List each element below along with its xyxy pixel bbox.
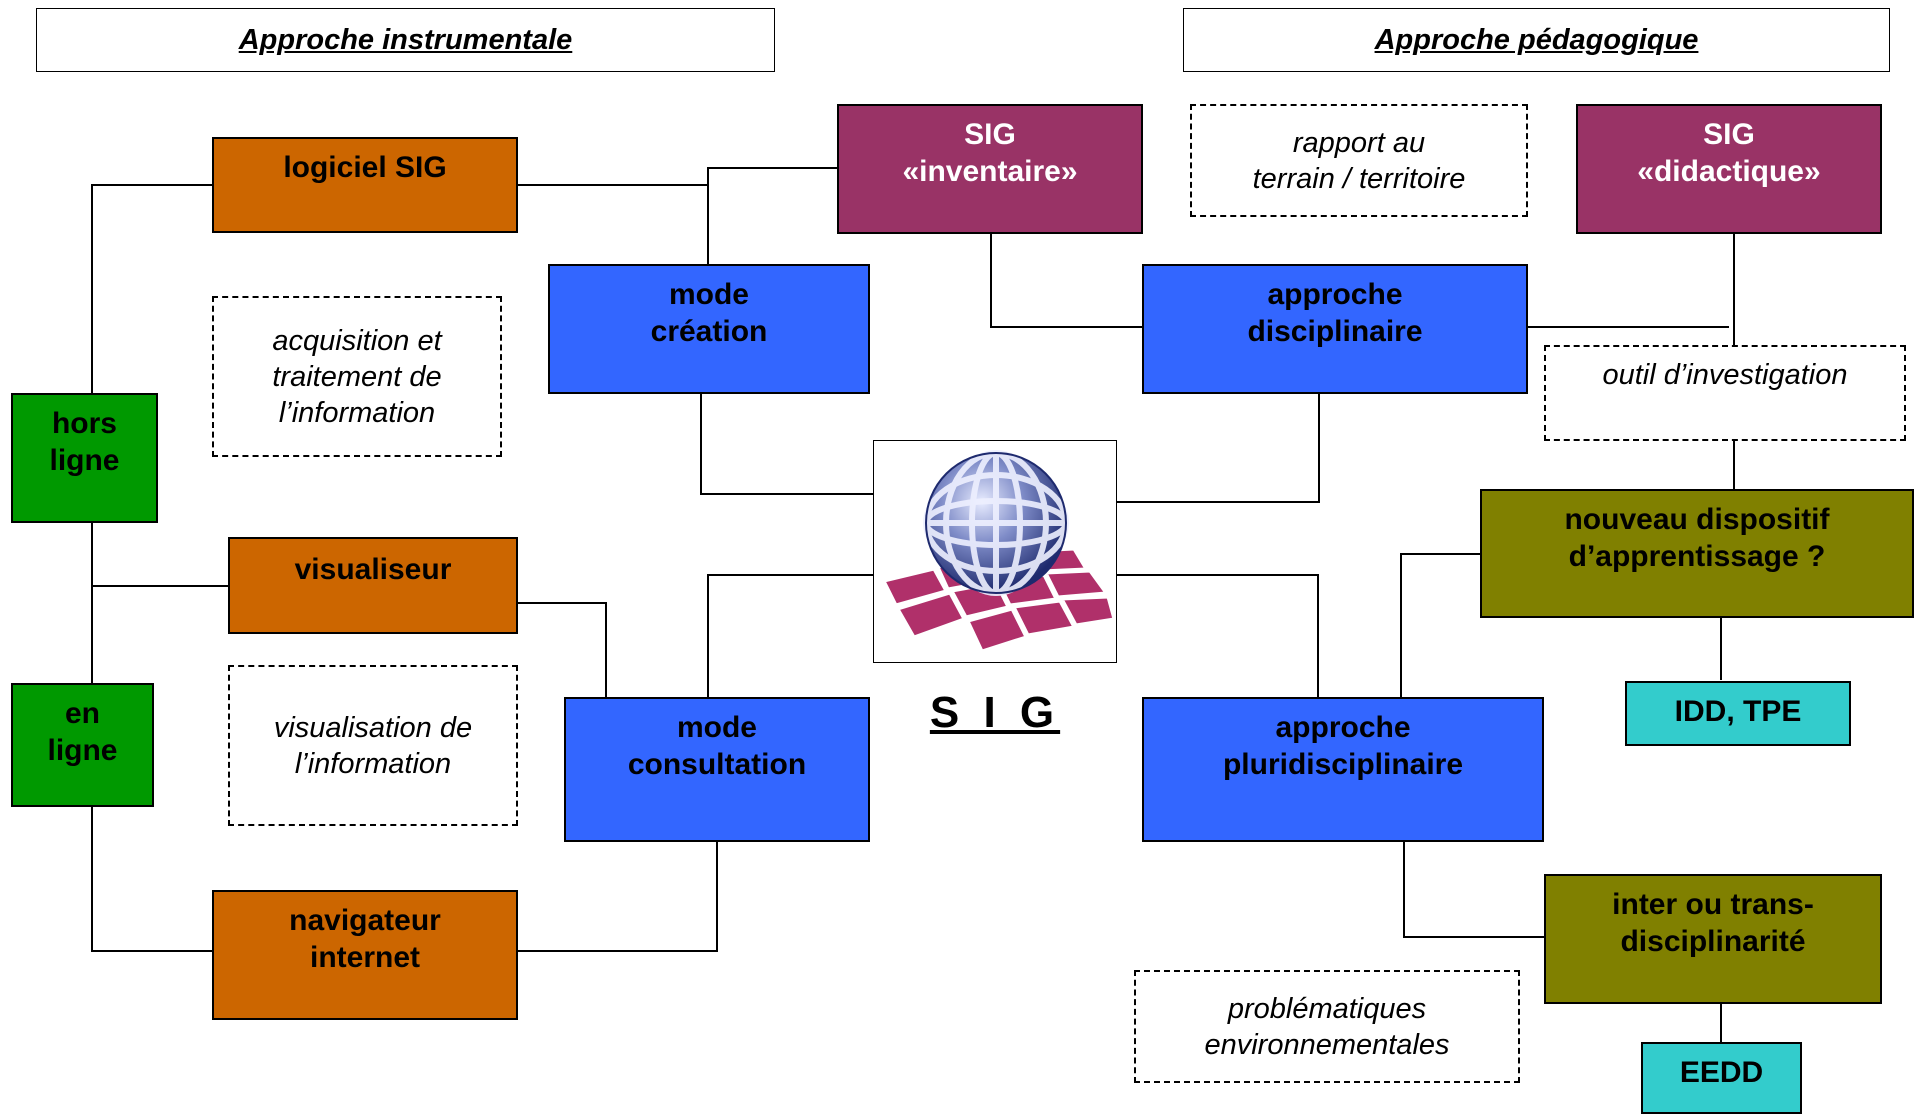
- note-rapport-terrain: rapport au terrain / territoire: [1190, 104, 1528, 217]
- note-label: outil d’investigation: [1602, 359, 1848, 391]
- node-approche-pluridisciplinaire: approche pluridisciplinaire: [1142, 697, 1544, 842]
- note-outil-investigation: outil d’investigation: [1544, 345, 1906, 441]
- node-sig-didactique: SIG «didactique»: [1576, 104, 1882, 234]
- note-label: problématiques environnementales: [1204, 992, 1450, 1061]
- header-label: Approche pédagogique: [1374, 23, 1699, 56]
- node-logiciel-sig: logiciel SIG: [212, 137, 518, 233]
- node-nouveau-dispositif: nouveau dispositif d’apprentissage ?: [1480, 489, 1914, 618]
- node-idd-tpe: IDD, TPE: [1625, 681, 1851, 746]
- note-acquisition-traitement: acquisition et traitement de l’informati…: [212, 296, 502, 457]
- node-label: approche disciplinaire: [1247, 278, 1423, 348]
- node-label: nouveau dispositif d’apprentissage ?: [1564, 503, 1830, 573]
- node-approche-disciplinaire: approche disciplinaire: [1142, 264, 1528, 394]
- node-en-ligne: en ligne: [11, 683, 154, 807]
- node-eedd: EEDD: [1641, 1042, 1802, 1114]
- node-inter-trans-disciplinarite: inter ou trans- disciplinarité: [1544, 874, 1882, 1004]
- node-label: inter ou trans- disciplinarité: [1612, 888, 1814, 958]
- note-label: acquisition et traitement de l’informati…: [272, 324, 442, 429]
- center-sig-title: S I G: [929, 688, 1061, 737]
- node-label: visualiseur: [294, 553, 452, 586]
- node-visualiseur: visualiseur: [228, 537, 518, 634]
- node-label: navigateur internet: [289, 904, 441, 974]
- node-sig-inventaire: SIG «inventaire»: [837, 104, 1143, 234]
- node-mode-creation: mode création: [548, 264, 870, 394]
- node-label: EEDD: [1679, 1056, 1764, 1089]
- note-problematiques-environnementales: problématiques environnementales: [1134, 970, 1520, 1083]
- node-label: mode création: [650, 278, 768, 348]
- note-label: rapport au terrain / territoire: [1252, 126, 1466, 195]
- globe-with-map-tiles-icon: [881, 450, 1116, 653]
- node-label: SIG «didactique»: [1637, 118, 1821, 188]
- header-label: Approche instrumentale: [238, 23, 573, 56]
- node-label: en ligne: [47, 697, 118, 767]
- node-label: logiciel SIG: [283, 151, 447, 184]
- node-label: hors ligne: [49, 407, 120, 477]
- node-label: approche pluridisciplinaire: [1222, 711, 1464, 781]
- center-sig-logo-box: [873, 440, 1117, 663]
- node-navigateur-internet: navigateur internet: [212, 890, 518, 1020]
- header-approche-pedagogique: Approche pédagogique: [1183, 8, 1890, 72]
- header-approche-instrumentale: Approche instrumentale: [36, 8, 775, 72]
- node-label: IDD, TPE: [1674, 695, 1802, 728]
- node-mode-consultation: mode consultation: [564, 697, 870, 842]
- note-label: visualisation de l’information: [273, 711, 473, 780]
- note-visualisation: visualisation de l’information: [228, 665, 518, 826]
- node-hors-ligne: hors ligne: [11, 393, 158, 523]
- node-label: mode consultation: [627, 711, 807, 781]
- node-label: SIG «inventaire»: [902, 118, 1078, 188]
